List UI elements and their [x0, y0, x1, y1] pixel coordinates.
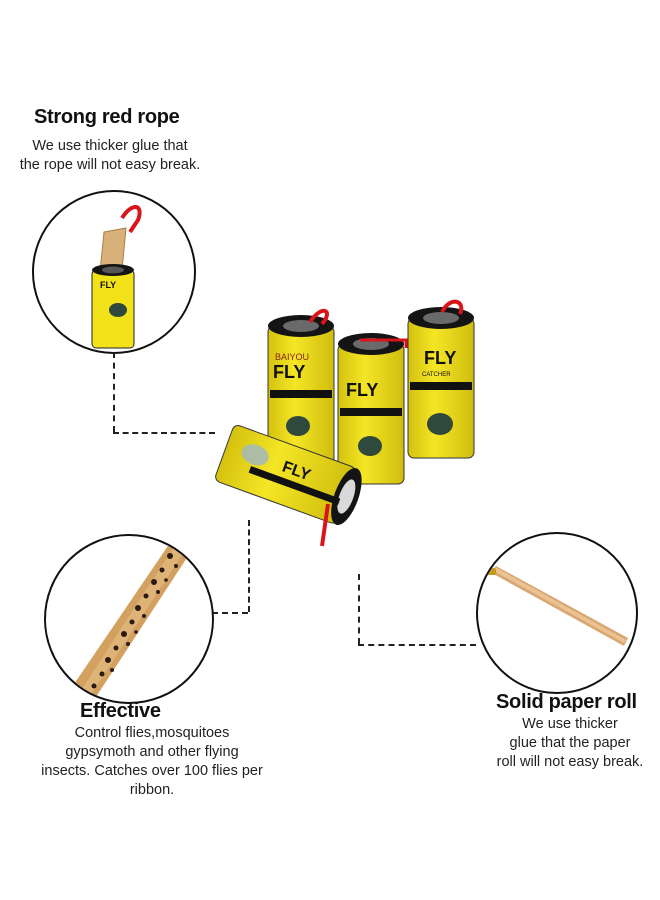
paper-feature-title: Solid paper roll [496, 691, 637, 713]
paper-description-line-3: roll will not easy break. [496, 754, 644, 770]
paper-roll-illustration [486, 566, 628, 646]
svg-text:FLY: FLY [100, 280, 116, 290]
effective-description-line-2: gypsymoth and other flying [65, 744, 239, 760]
rope-feature-description: We use thicker glue that the rope will n… [10, 137, 210, 175]
rope-detail-circle: FLY [32, 190, 196, 354]
sticky-ribbon-illustration [70, 540, 192, 700]
fly-catcher-rolls-product: BAIYOU FLY FLY FLY CATCHER [210, 296, 480, 556]
effective-detail-circle [44, 534, 214, 704]
paper-description-line-1: We use thicker [522, 716, 618, 732]
svg-text:FLY: FLY [346, 380, 378, 400]
connector-rope-vertical [113, 352, 115, 432]
fly-roll-3: FLY CATCHER [407, 299, 475, 459]
fly-roll-1: BAIYOU FLY [267, 309, 335, 477]
rope-feature-title: Strong red rope [34, 106, 180, 128]
paper-roll-detail-circle [476, 532, 638, 694]
caught-flies-icon [91, 553, 178, 689]
svg-text:FLY: FLY [273, 362, 305, 382]
svg-text:BAIYOU: BAIYOU [275, 352, 309, 362]
rope-detail-illustration: FLY [91, 205, 142, 349]
effective-feature-title: Effective [80, 700, 161, 722]
rope-description-line-2: the rope will not easy break. [19, 157, 201, 173]
paper-feature-description: We use thicker glue that the paper roll … [484, 715, 656, 772]
connector-rope-horizontal [113, 432, 215, 434]
effective-description-line-1: Control flies,mosquitoes [74, 725, 230, 741]
connector-paper-vertical [358, 574, 360, 644]
paper-description-line-2: glue that the paper [509, 735, 631, 751]
fly-roll-2: FLY [337, 333, 408, 485]
fly-roll-4: FLY [215, 425, 362, 526]
connector-effective-vertical [248, 520, 250, 612]
effective-description-line-3: insects. Catches over 100 flies per ribb… [41, 763, 263, 798]
red-rope-icon [120, 205, 142, 234]
svg-text:CATCHER: CATCHER [422, 372, 451, 378]
connector-paper-horizontal [358, 644, 476, 646]
hanging-rope-icon [320, 503, 330, 547]
rope-description-line-1: We use thicker glue that [32, 138, 188, 154]
connector-effective-horizontal [212, 612, 248, 614]
svg-text:FLY: FLY [424, 348, 456, 368]
effective-feature-description: Control flies,mosquitoes gypsymoth and o… [18, 724, 286, 800]
